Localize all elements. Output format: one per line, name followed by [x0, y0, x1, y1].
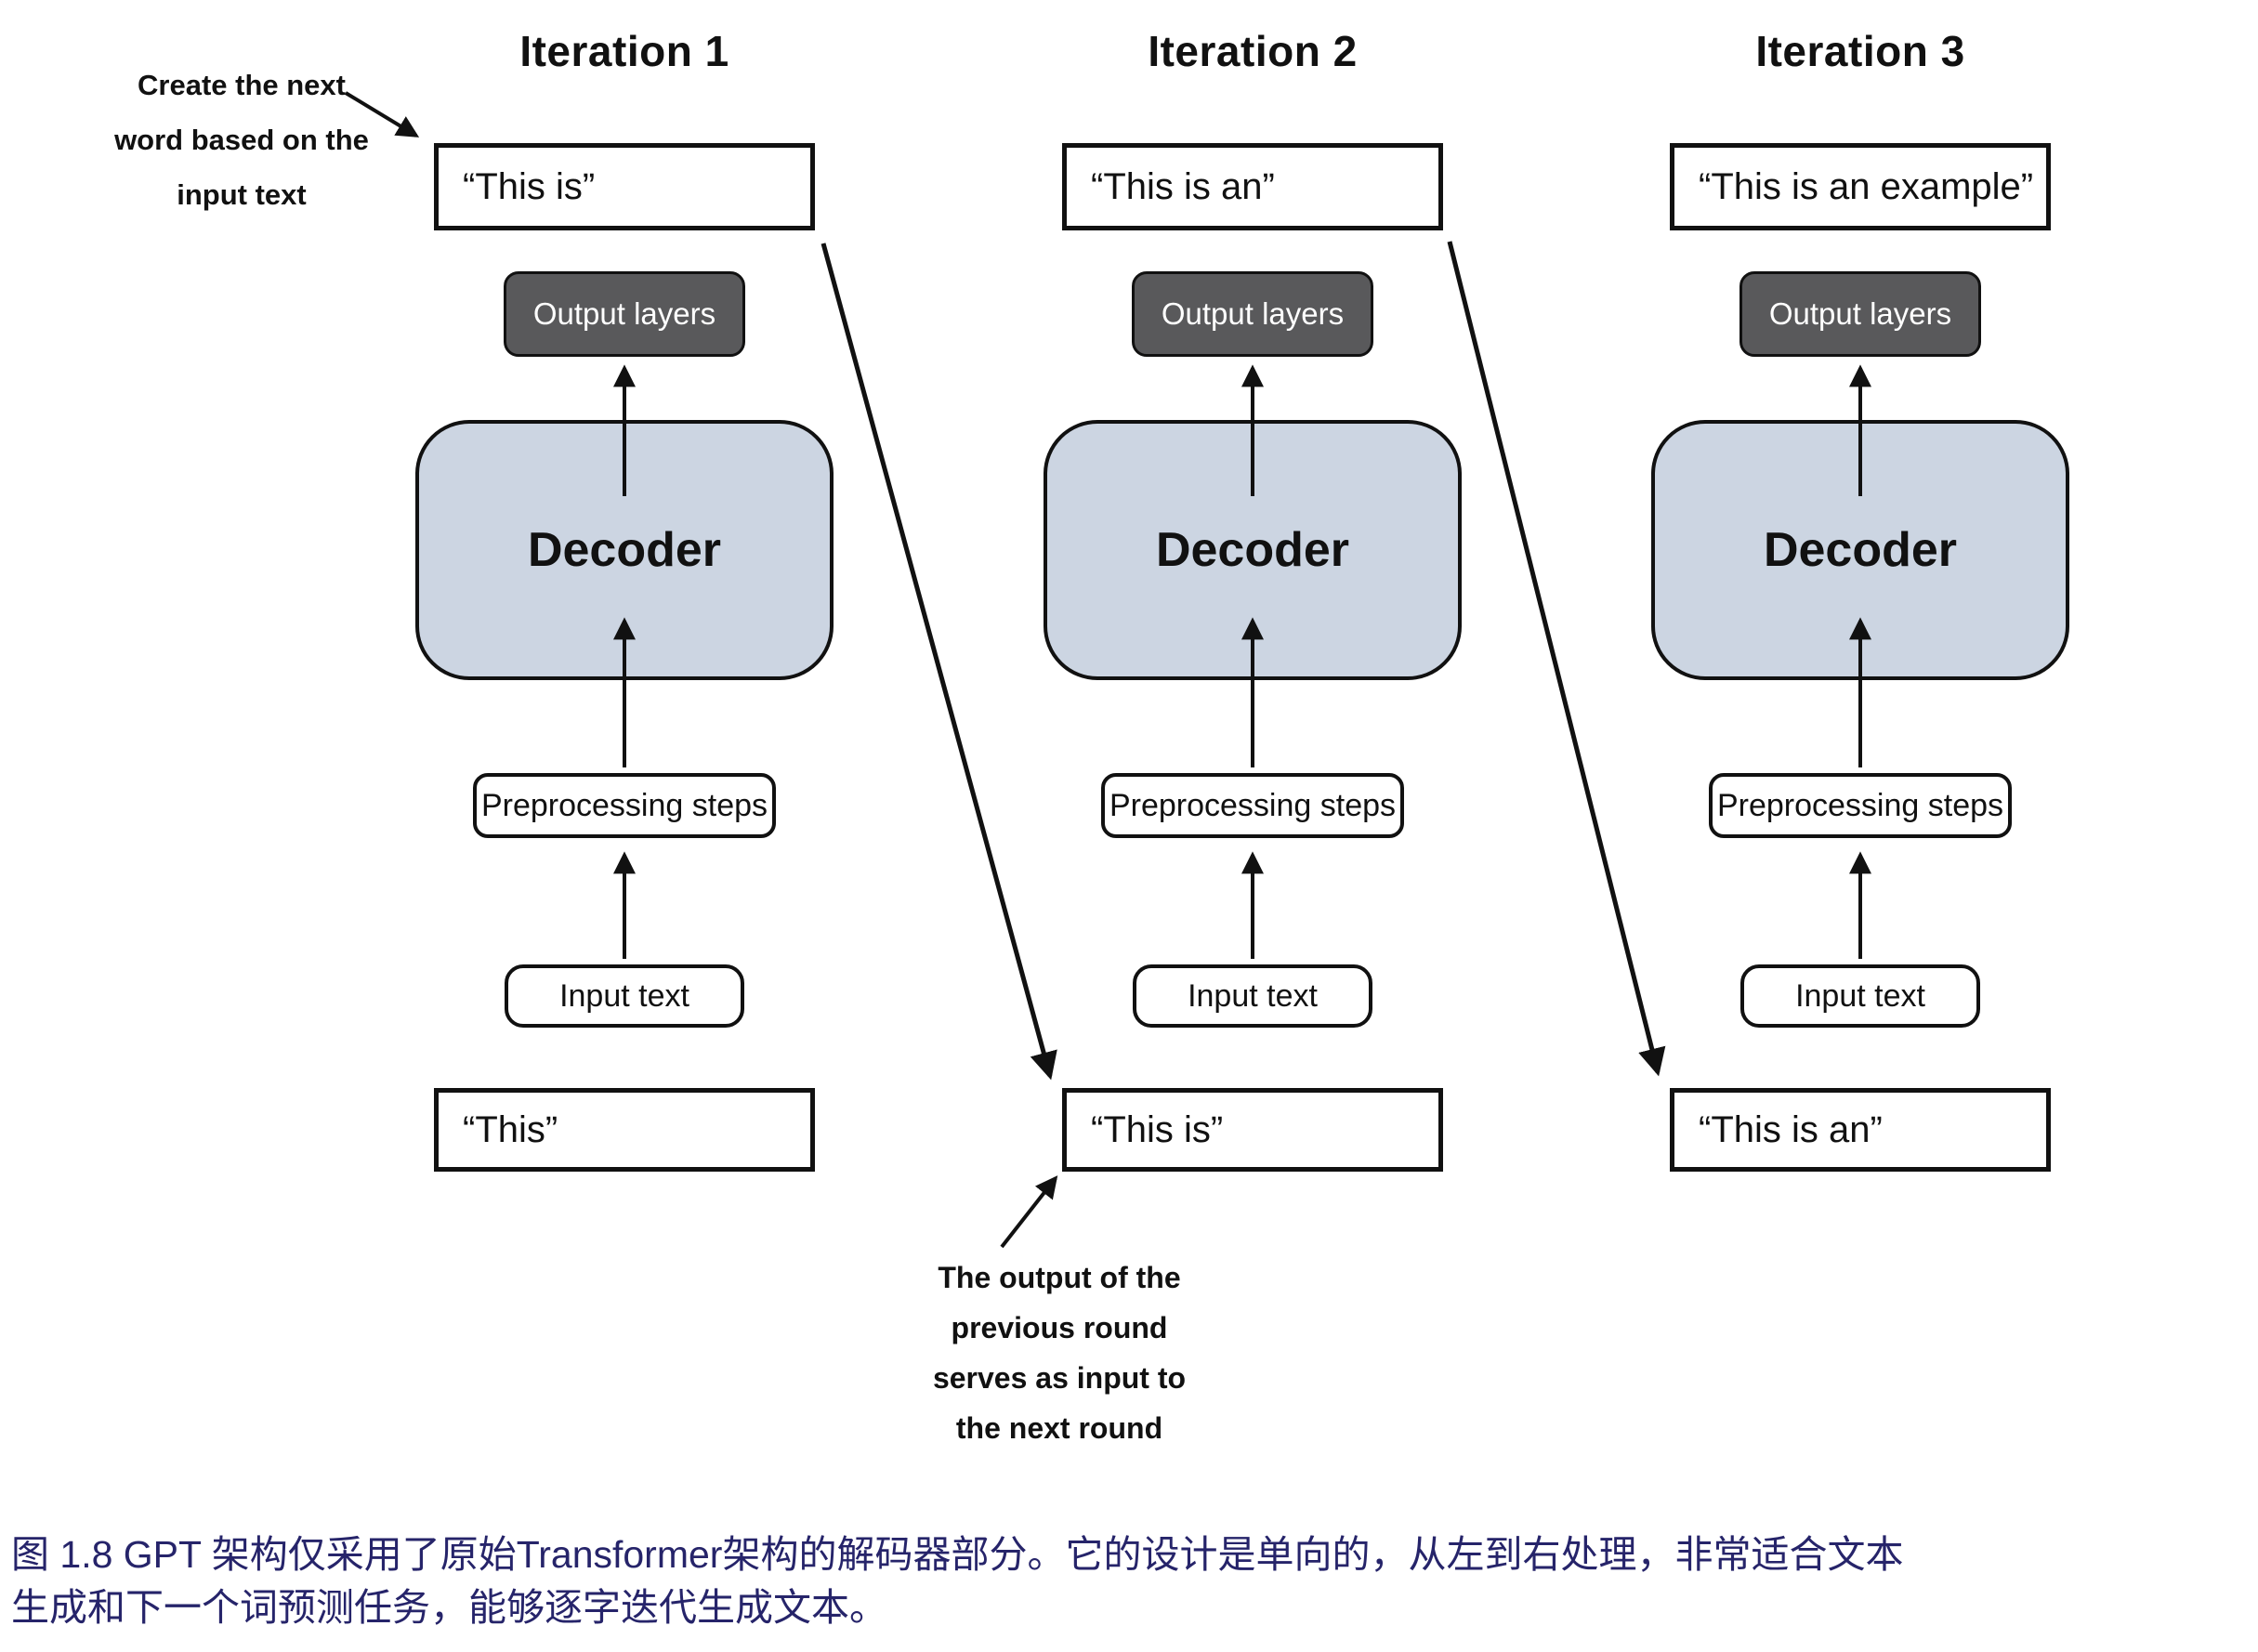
figure-caption-line-2: 生成和下一个词预测任务，能够逐字迭代生成文本。 [11, 1586, 887, 1629]
generated-text: “This is an example” [1699, 165, 2034, 207]
iteration-title: Iteration 1 [519, 27, 729, 75]
annotation-create-next-word: Create the next word based on the input … [114, 69, 369, 211]
iteration-title: Iteration 2 [1148, 27, 1358, 75]
figure-caption: 图 1.8 GPT 架构仅采用了原始Transformer架构的解码器部分。它的… [11, 1528, 2247, 1634]
preprocessing-label: Preprocessing steps [480, 787, 768, 823]
output-layers-box: Output layers [504, 271, 745, 357]
preprocessing-steps-box: Preprocessing steps [1709, 773, 2012, 838]
decoder-box: Decoder [1651, 420, 2069, 680]
seed-text-box: “This is” [1062, 1088, 1443, 1172]
input-text-box: Input text [505, 964, 744, 1028]
output-layers-box: Output layers [1132, 271, 1373, 357]
seed-text: “This is” [1091, 1108, 1224, 1150]
output-layers-label: Output layers [532, 296, 716, 331]
output-layers-label: Output layers [1768, 296, 1952, 331]
preprocessing-steps-box: Preprocessing steps [1101, 773, 1404, 838]
figure-caption-line-1: 图 1.8 GPT 架构仅采用了原始Transformer架构的解码器部分。它的… [11, 1533, 1904, 1576]
decoder-label: Decoder [527, 523, 722, 577]
generated-text-box: “This is” [434, 143, 815, 230]
generated-text-box: “This is an” [1062, 143, 1443, 230]
output-layers-box: Output layers [1739, 271, 1981, 357]
decoder-label: Decoder [1155, 523, 1350, 577]
preprocessing-steps-box: Preprocessing steps [473, 773, 776, 838]
preprocessing-label: Preprocessing steps [1716, 787, 2004, 823]
output-layers-label: Output layers [1161, 296, 1345, 331]
generated-text: “This is an” [1091, 165, 1275, 207]
preprocessing-label: Preprocessing steps [1109, 787, 1397, 823]
input-text-label: Input text [559, 977, 689, 1014]
input-text-label: Input text [1795, 977, 1925, 1014]
seed-text-box: “This” [434, 1088, 815, 1172]
seed-text-box: “This is an” [1670, 1088, 2051, 1172]
generated-text-box: “This is an example” [1670, 143, 2051, 230]
decoder-label: Decoder [1763, 523, 1958, 577]
input-text-box: Input text [1133, 964, 1372, 1028]
seed-text: “This is an” [1699, 1108, 1883, 1150]
input-text-label: Input text [1188, 977, 1318, 1014]
iteration-title: Iteration 3 [1755, 27, 1965, 75]
annotation-output-previous-round: The output of the previous round serves … [932, 1261, 1187, 1445]
generated-text: “This is” [463, 165, 596, 207]
input-text-box: Input text [1740, 964, 1980, 1028]
seed-text: “This” [463, 1108, 558, 1150]
